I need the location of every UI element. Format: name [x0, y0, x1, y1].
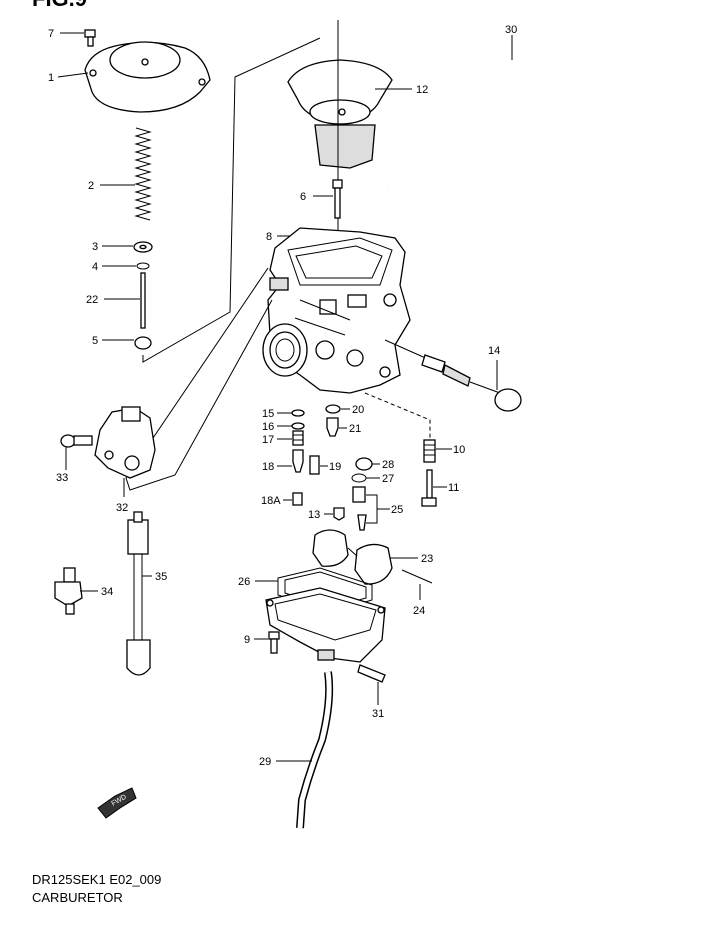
- callout-4: 4: [92, 261, 98, 273]
- idle-screw-leader: [364, 392, 431, 440]
- callout-17: 17: [262, 434, 274, 446]
- callout-16: 16: [262, 421, 274, 433]
- part-28-cap: [355, 457, 380, 471]
- part-17-spring: [277, 430, 304, 446]
- part-30-vent-tube: [385, 35, 606, 193]
- throttle-leader-line: [125, 267, 273, 491]
- callout-8: 8: [266, 231, 272, 243]
- callout-5: 5: [92, 335, 98, 347]
- part-6-screw: [313, 179, 343, 219]
- part-18-pilot-screw: [277, 449, 304, 473]
- part-1-top-cap: [57, 41, 211, 113]
- part-14-choke-plunger: [384, 339, 522, 412]
- part-10-spring: [423, 439, 452, 463]
- part-25-needle-valve: [352, 486, 390, 531]
- callout-3: 3: [92, 241, 98, 253]
- callout-6: 6: [300, 191, 306, 203]
- part-20-washer: [325, 404, 350, 414]
- forward-direction-badge: FWD: [97, 787, 137, 819]
- callout-11: 11: [448, 482, 459, 494]
- callout-35: 35: [155, 571, 167, 583]
- callout-29: 29: [259, 756, 271, 768]
- callout-34: 34: [101, 586, 113, 598]
- part-7-screw: [60, 29, 96, 47]
- figure-heading: FIG.9: [32, 0, 87, 11]
- part-18a-jet: [283, 492, 303, 506]
- callout-19: 19: [329, 461, 341, 473]
- part-22-jet-needle: [104, 272, 146, 329]
- callout-10: 10: [453, 444, 465, 456]
- callout-27: 27: [382, 473, 394, 485]
- part-5-plate: [102, 336, 152, 350]
- part-16-washer: [277, 422, 305, 430]
- assembly-leader-line: [142, 37, 321, 363]
- part-15-washer: [277, 409, 305, 417]
- part-26-gasket: [255, 567, 373, 613]
- callout-2: 2: [88, 180, 94, 192]
- callout-1: 1: [48, 72, 54, 84]
- callout-21: 21: [349, 423, 361, 435]
- part-29-drain-hose: [276, 671, 334, 829]
- part-27-o-ring: [351, 473, 380, 483]
- part-13-plug: [324, 507, 345, 521]
- part-32-throttle-sensor: [94, 406, 156, 497]
- part-21-holder: [326, 417, 347, 437]
- callout-13: 13: [308, 509, 320, 521]
- part-31-drain-screw: [357, 664, 386, 705]
- part-3-washer: [102, 241, 153, 253]
- float-bowl: [265, 587, 386, 663]
- callout-18: 18: [262, 461, 274, 473]
- part-24-float-pin: [401, 569, 433, 600]
- callout-9: 9: [244, 634, 250, 646]
- callout-7: 7: [48, 28, 54, 40]
- callout-24: 24: [413, 605, 425, 617]
- part-23-float: [312, 529, 418, 585]
- part-19-jet: [309, 455, 328, 475]
- callout-22: 22: [86, 294, 98, 306]
- callout-20: 20: [352, 404, 364, 416]
- diagram-title: CARBURETOR: [32, 890, 123, 905]
- part-33-screw: [60, 434, 93, 470]
- callout-25: 25: [391, 504, 403, 516]
- callout-33: 33: [56, 472, 68, 484]
- callout-23: 23: [421, 553, 433, 565]
- part-2-spring: [100, 127, 152, 221]
- callout-15: 15: [262, 408, 274, 420]
- callout-12: 12: [416, 84, 428, 96]
- part-35-wire-harness: [126, 511, 152, 676]
- diagram-code: DR125SEK1 E02_009: [32, 872, 161, 887]
- carburetor-body: [262, 227, 411, 394]
- part-9-screw: [254, 631, 280, 654]
- part-4-clip: [102, 262, 150, 270]
- part-11-screw: [421, 469, 447, 507]
- callout-32: 32: [116, 502, 128, 514]
- callout-28: 28: [382, 459, 394, 471]
- callout-30: 30: [505, 24, 517, 36]
- callout-26: 26: [238, 576, 250, 588]
- callout-31: 31: [372, 708, 384, 720]
- callout-18a: 18A: [261, 495, 281, 507]
- part-34-sensor: [54, 567, 98, 615]
- callout-14: 14: [488, 345, 500, 357]
